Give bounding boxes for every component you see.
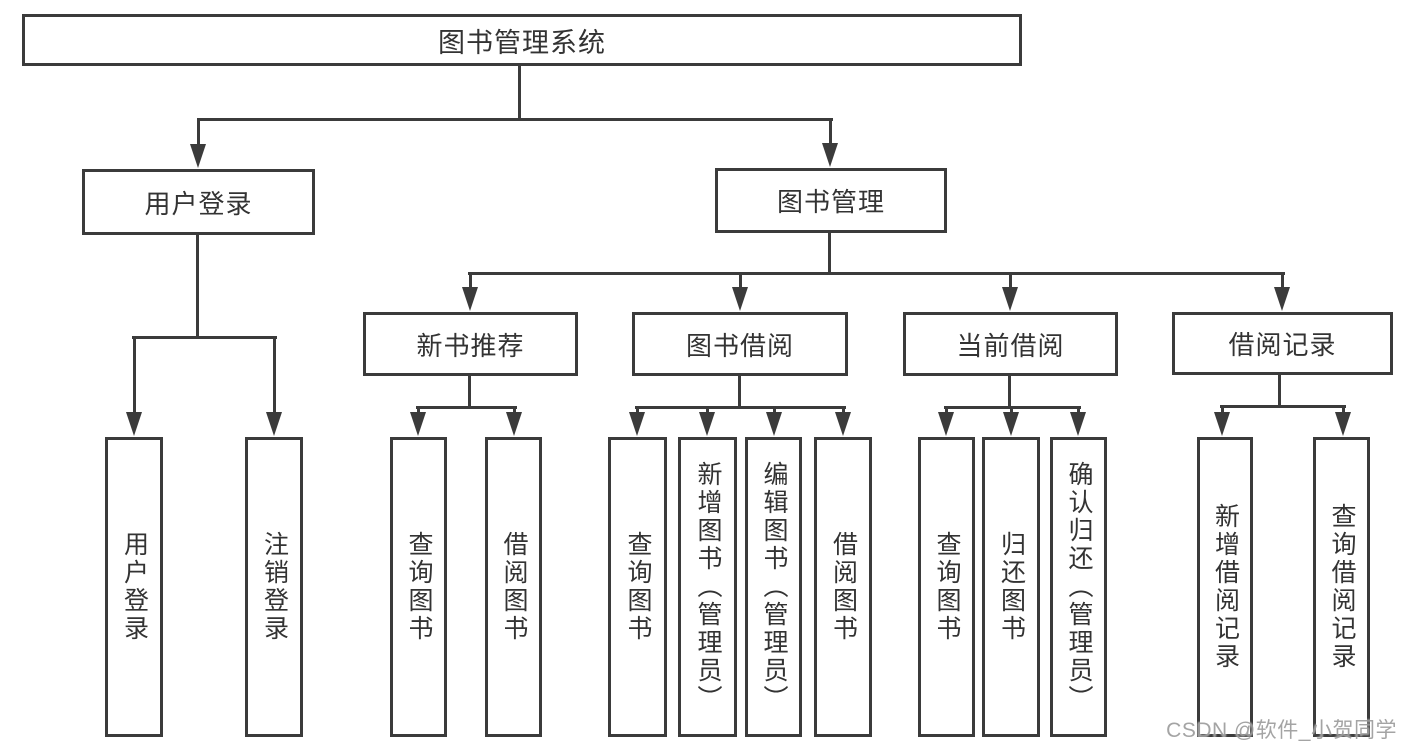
arrow-down-icon bbox=[835, 412, 851, 436]
node-label: 新增图书（管理员） bbox=[694, 461, 722, 713]
node-label: 归还图书 bbox=[997, 531, 1026, 643]
arrow-down-icon bbox=[1003, 412, 1019, 436]
node-label: 借阅图书 bbox=[829, 531, 858, 643]
arrow-down-icon bbox=[190, 144, 206, 168]
node-label: 当前借阅 bbox=[956, 330, 1065, 361]
arrow-down-icon bbox=[699, 412, 715, 436]
arrow-down-icon bbox=[766, 412, 782, 436]
edge-arrow-shaft bbox=[273, 336, 276, 426]
node-leaf-query-books-3: 查询图书 bbox=[918, 437, 975, 737]
node-label: 借阅图书 bbox=[500, 531, 528, 643]
arrow-down-icon bbox=[1070, 412, 1086, 436]
edge-line bbox=[132, 336, 277, 339]
edge-line bbox=[197, 118, 833, 121]
arrow-down-icon bbox=[506, 412, 522, 436]
edge-arrow-shaft bbox=[469, 272, 472, 301]
node-leaf-borrow-books-1: 借阅图书 bbox=[485, 437, 542, 737]
edge-line bbox=[1278, 375, 1281, 408]
edge-arrow-shaft bbox=[1009, 272, 1012, 301]
node-label: 用户登录 bbox=[144, 188, 253, 219]
edge-line bbox=[1220, 405, 1346, 408]
node-root: 图书管理系统 bbox=[22, 14, 1022, 66]
arrow-down-icon bbox=[938, 412, 954, 436]
arrow-down-icon bbox=[1002, 287, 1018, 311]
node-leaf-return-books: 归还图书 bbox=[982, 437, 1040, 737]
edge-line bbox=[828, 233, 831, 275]
edge-arrow-shaft bbox=[739, 272, 742, 301]
node-current-borrowing: 当前借阅 bbox=[903, 312, 1118, 376]
node-label: 编辑图书（管理员） bbox=[760, 461, 788, 713]
node-label: 图书管理 bbox=[776, 187, 885, 217]
edge-line bbox=[635, 406, 846, 409]
node-leaf-confirm-return-admin: 确认归还（管理员） bbox=[1050, 437, 1107, 737]
node-label: 用户登录 bbox=[120, 531, 149, 643]
arrow-down-icon bbox=[1274, 287, 1290, 311]
edge-line bbox=[416, 406, 517, 409]
node-borrowing-records: 借阅记录 bbox=[1172, 312, 1393, 375]
node-new-book-recommend: 新书推荐 bbox=[363, 312, 578, 376]
node-leaf-query-borrow-record: 查询借阅记录 bbox=[1313, 437, 1370, 737]
arrow-down-icon bbox=[410, 412, 426, 436]
arrow-down-icon bbox=[1214, 412, 1230, 436]
edge-line bbox=[196, 235, 199, 338]
arrow-down-icon bbox=[1335, 412, 1351, 436]
arrow-down-icon bbox=[822, 143, 838, 167]
node-book-management: 图书管理 bbox=[715, 168, 947, 233]
node-leaf-edit-books-admin: 编辑图书（管理员） bbox=[745, 437, 802, 737]
csdn-watermark: CSDN @软件_小贺同学 bbox=[1166, 719, 1397, 742]
node-label: 借阅记录 bbox=[1228, 330, 1337, 360]
edge-arrow-shaft bbox=[1281, 272, 1284, 301]
arrow-down-icon bbox=[462, 287, 478, 311]
node-label: 查询图书 bbox=[624, 531, 652, 643]
node-leaf-logout: 注销登录 bbox=[245, 437, 303, 737]
node-label: 新书推荐 bbox=[416, 330, 525, 361]
node-label: 图书管理系统 bbox=[438, 27, 606, 58]
node-leaf-user-login: 用户登录 bbox=[105, 437, 163, 737]
node-label: 查询图书 bbox=[405, 531, 433, 643]
edge-line bbox=[738, 376, 741, 409]
node-leaf-add-books-admin: 新增图书（管理员） bbox=[678, 437, 737, 737]
node-label: 新增借阅记录 bbox=[1211, 503, 1240, 671]
node-label: 查询借阅记录 bbox=[1328, 503, 1356, 671]
node-leaf-query-books-2: 查询图书 bbox=[608, 437, 667, 737]
node-book-borrowing: 图书借阅 bbox=[632, 312, 848, 376]
node-label: 图书借阅 bbox=[685, 330, 794, 361]
node-user-login: 用户登录 bbox=[82, 169, 315, 235]
node-label: 查询图书 bbox=[933, 531, 961, 643]
edge-arrow-shaft bbox=[133, 336, 136, 426]
edge-arrow-shaft bbox=[829, 118, 832, 157]
edge-arrow-shaft bbox=[197, 118, 200, 158]
arrow-down-icon bbox=[126, 412, 142, 436]
node-label: 注销登录 bbox=[260, 531, 289, 643]
node-leaf-query-books-1: 查询图书 bbox=[390, 437, 447, 737]
node-leaf-add-borrow-record: 新增借阅记录 bbox=[1197, 437, 1253, 737]
edge-line bbox=[468, 376, 471, 409]
node-label: 确认归还（管理员） bbox=[1065, 461, 1093, 713]
edge-line bbox=[518, 66, 521, 120]
arrow-down-icon bbox=[732, 287, 748, 311]
edge-line bbox=[1008, 376, 1011, 409]
arrow-down-icon bbox=[266, 412, 282, 436]
edge-line bbox=[468, 272, 1285, 275]
node-leaf-borrow-books-2: 借阅图书 bbox=[814, 437, 872, 737]
arrow-down-icon bbox=[629, 412, 645, 436]
